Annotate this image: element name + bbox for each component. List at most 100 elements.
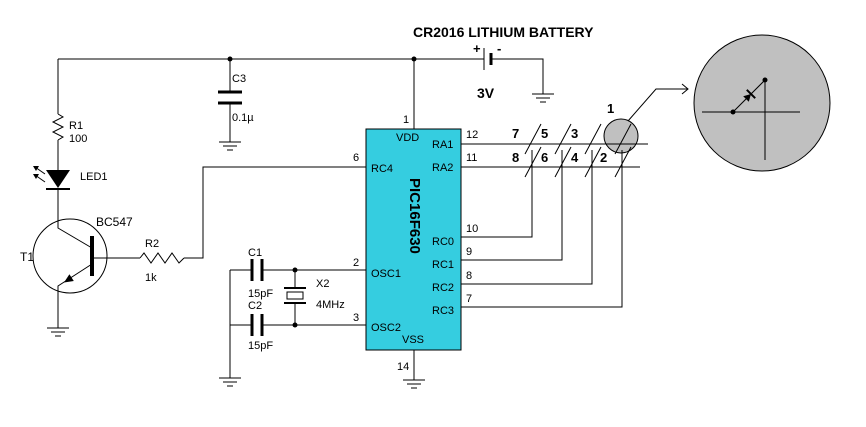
ground-symbol-t1 bbox=[47, 327, 69, 337]
c3-value: 0.1µ bbox=[232, 112, 254, 124]
pin-label-ra1: RA1 bbox=[432, 139, 453, 151]
junction-dot bbox=[292, 267, 298, 273]
rc4-wire bbox=[184, 166, 366, 259]
pin-number-rc3: 7 bbox=[466, 293, 472, 305]
x2-crystal-body bbox=[286, 291, 304, 300]
t1-part: BC547 bbox=[96, 215, 133, 229]
pin-number-rc1: 9 bbox=[466, 246, 472, 258]
ground-symbol-c3 bbox=[219, 141, 241, 151]
battery-voltage: 3V bbox=[477, 85, 495, 101]
r1-zigzag bbox=[51, 113, 65, 141]
pin-number-vdd: 1 bbox=[403, 114, 409, 126]
pin-label-osc1: OSC1 bbox=[371, 268, 401, 280]
detail-label: 1 bbox=[607, 101, 614, 116]
segment-label: 2 bbox=[600, 150, 607, 165]
emitter-arrow-icon bbox=[64, 274, 74, 283]
junction-dot bbox=[762, 77, 768, 83]
pin-number-rc4: 6 bbox=[353, 152, 359, 164]
junction-dot bbox=[292, 322, 298, 328]
rc0-column-wire bbox=[461, 150, 533, 238]
led-segment-7 bbox=[524, 123, 542, 155]
segment-label: 6 bbox=[541, 150, 548, 165]
t1-emitter-wire bbox=[57, 263, 93, 328]
led-segment-3 bbox=[584, 123, 602, 155]
led-segment-5 bbox=[554, 123, 572, 155]
rc3-column-wire bbox=[461, 150, 623, 308]
led-segment-6 bbox=[554, 146, 572, 178]
c3-ref: C3 bbox=[232, 73, 246, 85]
zoom-led-cathode-bar bbox=[746, 89, 756, 99]
zoom-pointer-line bbox=[627, 88, 688, 122]
pin-number-rc2: 8 bbox=[466, 270, 472, 282]
pin-number-osc1: 2 bbox=[353, 257, 359, 269]
c1-value: 15pF bbox=[248, 288, 273, 300]
led-matrix: 7 5 3 8 6 4 2 1 bbox=[461, 101, 648, 308]
pin-label-vss: VSS bbox=[402, 334, 424, 346]
pin-number-vss: 14 bbox=[397, 361, 409, 373]
pin-label-rc4: RC4 bbox=[371, 163, 393, 175]
segment-label: 3 bbox=[571, 126, 578, 141]
segment-label: 4 bbox=[571, 150, 579, 165]
r1-value: 100 bbox=[69, 133, 87, 145]
pin-number-ra1: 12 bbox=[466, 129, 478, 141]
light-emission-arrows-icon bbox=[33, 166, 46, 183]
x2-ref: X2 bbox=[316, 278, 329, 290]
resistor-r2: R2 1k bbox=[92, 166, 366, 284]
ic-pic16f630: PIC16F630 1 VDD 6 RC4 2 OSC1 3 OSC2 VSS … bbox=[353, 59, 478, 380]
battery: CR2016 LITHIUM BATTERY + - 3V bbox=[413, 24, 594, 101]
rc2-column-wire bbox=[461, 150, 593, 285]
pin-label-rc1: RC1 bbox=[432, 259, 454, 271]
r2-ref: R2 bbox=[145, 238, 159, 250]
transistor-body bbox=[32, 218, 108, 294]
r2-zigzag bbox=[139, 252, 185, 264]
battery-title: CR2016 LITHIUM BATTERY bbox=[413, 24, 594, 40]
resistor-r1: R1 100 bbox=[51, 59, 87, 170]
zoom-led-diode-icon bbox=[743, 94, 751, 102]
segment-label: 8 bbox=[512, 150, 519, 165]
pin-number-rc0: 10 bbox=[466, 223, 478, 235]
t1-collector-wire bbox=[57, 189, 93, 249]
r1-ref: R1 bbox=[69, 120, 83, 132]
emission-arrow-head bbox=[33, 166, 39, 171]
c2-ref: C2 bbox=[248, 300, 262, 312]
c1-ref: C1 bbox=[248, 247, 262, 259]
c2-value: 15pF bbox=[248, 340, 273, 352]
segment-label: 7 bbox=[512, 126, 519, 141]
ground-symbol-oscillator bbox=[219, 377, 241, 387]
pin-label-rc2: RC2 bbox=[432, 282, 454, 294]
pin-label-vdd: VDD bbox=[396, 132, 419, 144]
pin-label-rc0: RC0 bbox=[432, 236, 454, 248]
pin-label-osc2: OSC2 bbox=[371, 322, 401, 334]
led-segment-1 bbox=[614, 123, 632, 155]
battery-minus-sign: - bbox=[497, 41, 501, 56]
crystal-x2: X2 4MHz bbox=[284, 267, 345, 328]
battery-plus-sign: + bbox=[473, 41, 481, 56]
ic-body bbox=[365, 128, 462, 351]
ground-symbol-vss bbox=[403, 379, 425, 389]
led1-ref: LED1 bbox=[80, 171, 108, 183]
detail-highlight-circle bbox=[603, 118, 639, 154]
pin-label-ra2: RA2 bbox=[432, 162, 453, 174]
led-segment-2 bbox=[614, 146, 632, 178]
led-led1: LED1 bbox=[33, 166, 108, 190]
pin-label-rc3: RC3 bbox=[432, 305, 454, 317]
emission-arrow-head bbox=[33, 174, 39, 179]
zoom-detail-circle bbox=[693, 34, 831, 172]
transistor-t1: BC547 T1 bbox=[20, 189, 133, 328]
rc1-column-wire bbox=[461, 150, 563, 261]
zoom-detail bbox=[693, 34, 831, 172]
led-segment-4 bbox=[584, 146, 602, 178]
t1-ref: T1 bbox=[20, 250, 34, 264]
zoom-arrow-icon bbox=[681, 83, 689, 95]
capacitor-c1: C1 15pF bbox=[230, 247, 366, 300]
r2-value: 1k bbox=[145, 272, 157, 284]
capacitor-c3: C3 0.1µ bbox=[218, 59, 254, 142]
segment-label: 5 bbox=[541, 126, 548, 141]
pin-number-osc2: 3 bbox=[353, 312, 359, 324]
ground-symbol-battery bbox=[532, 93, 554, 103]
capacitor-c2: C2 15pF bbox=[230, 300, 366, 352]
x2-value: 4MHz bbox=[316, 299, 345, 311]
pin-number-ra2: 11 bbox=[466, 152, 477, 164]
battery-ground-wire bbox=[491, 58, 544, 94]
